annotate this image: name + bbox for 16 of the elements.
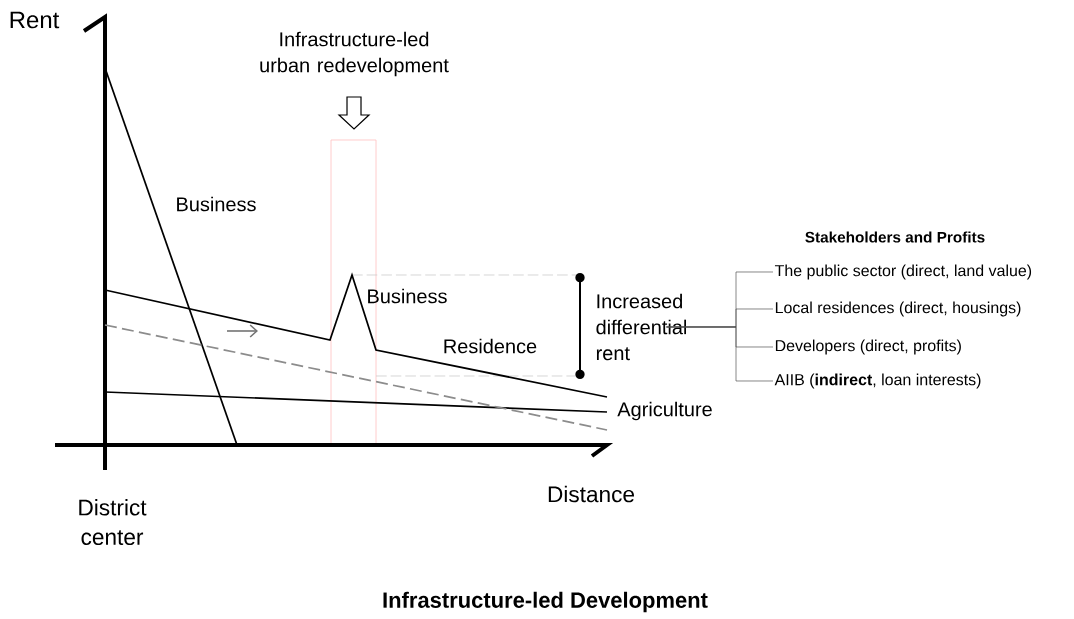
- stakeholder-item: AIIB (indirect, loan interests): [774, 373, 981, 389]
- bracket-connector: [666, 326, 774, 382]
- axis-label: District center: [79, 499, 147, 545]
- stakeholder-item: The public sector (direct, land value): [774, 264, 1032, 280]
- rent-annotation: Increased differential rent: [596, 293, 687, 361]
- axis-label: Distance: [548, 485, 635, 503]
- stakeholder-item: Developers (direct, profits): [775, 339, 961, 355]
- curve-label: Agriculture: [617, 401, 712, 421]
- list-heading: Stakeholders and Profits: [805, 231, 985, 243]
- stakeholder-item: Local residences (direct, housings): [775, 301, 1021, 317]
- axis-label: Rent: [10, 11, 60, 29]
- curve-label: Business: [177, 196, 256, 212]
- curve-label: Residence: [444, 338, 537, 354]
- caption: Infrastructure-led Development: [383, 591, 708, 613]
- curve-label: Business: [368, 288, 447, 304]
- annotation-text: Infrastructure-led urban redevelopment: [260, 31, 449, 77]
